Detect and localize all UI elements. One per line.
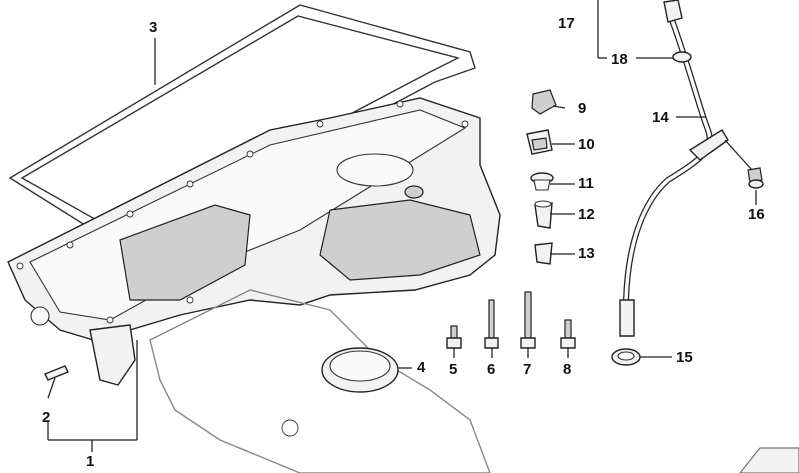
callout-8: 8 [563,361,572,378]
bolt-7 [520,291,536,349]
callout-4: 4 [417,359,426,376]
dipstick-guide-tube [619,18,729,337]
lower-gasket-outline [149,289,491,473]
callout-17: 17 [558,15,575,32]
cap-9 [531,89,557,115]
callout-14: 14 [652,109,669,126]
callout-16: 16 [748,206,765,223]
callout-13: 13 [578,245,595,262]
dipstick-handle [663,0,692,63]
catalog-logo-icon [739,447,799,473]
callout-7: 7 [523,361,532,378]
callout-5: 5 [449,361,458,378]
clip-10 [526,129,553,155]
oil-pan [7,97,501,386]
seal-ring [321,347,399,393]
callout-9: 9 [578,100,587,117]
seal-ring-15 [611,348,641,366]
bolt-8 [560,319,576,349]
bolt-5 [446,325,462,349]
grommet-11 [530,172,554,191]
dowel-pin [44,365,69,381]
callout-6: 6 [487,361,496,378]
bracket-13 [534,242,553,265]
callout-15: 15 [676,349,693,366]
bolt-16 [747,167,764,189]
callout-1: 1 [86,453,95,470]
callout-12: 12 [578,206,595,223]
sleeve-12 [534,200,553,229]
callout-3: 3 [149,19,158,36]
callout-11: 11 [578,175,594,192]
callout-10: 10 [578,136,595,153]
callout-18: 18 [611,51,628,68]
bolt-6 [484,299,499,349]
callout-2: 2 [42,409,51,426]
leader-lines [47,0,757,452]
